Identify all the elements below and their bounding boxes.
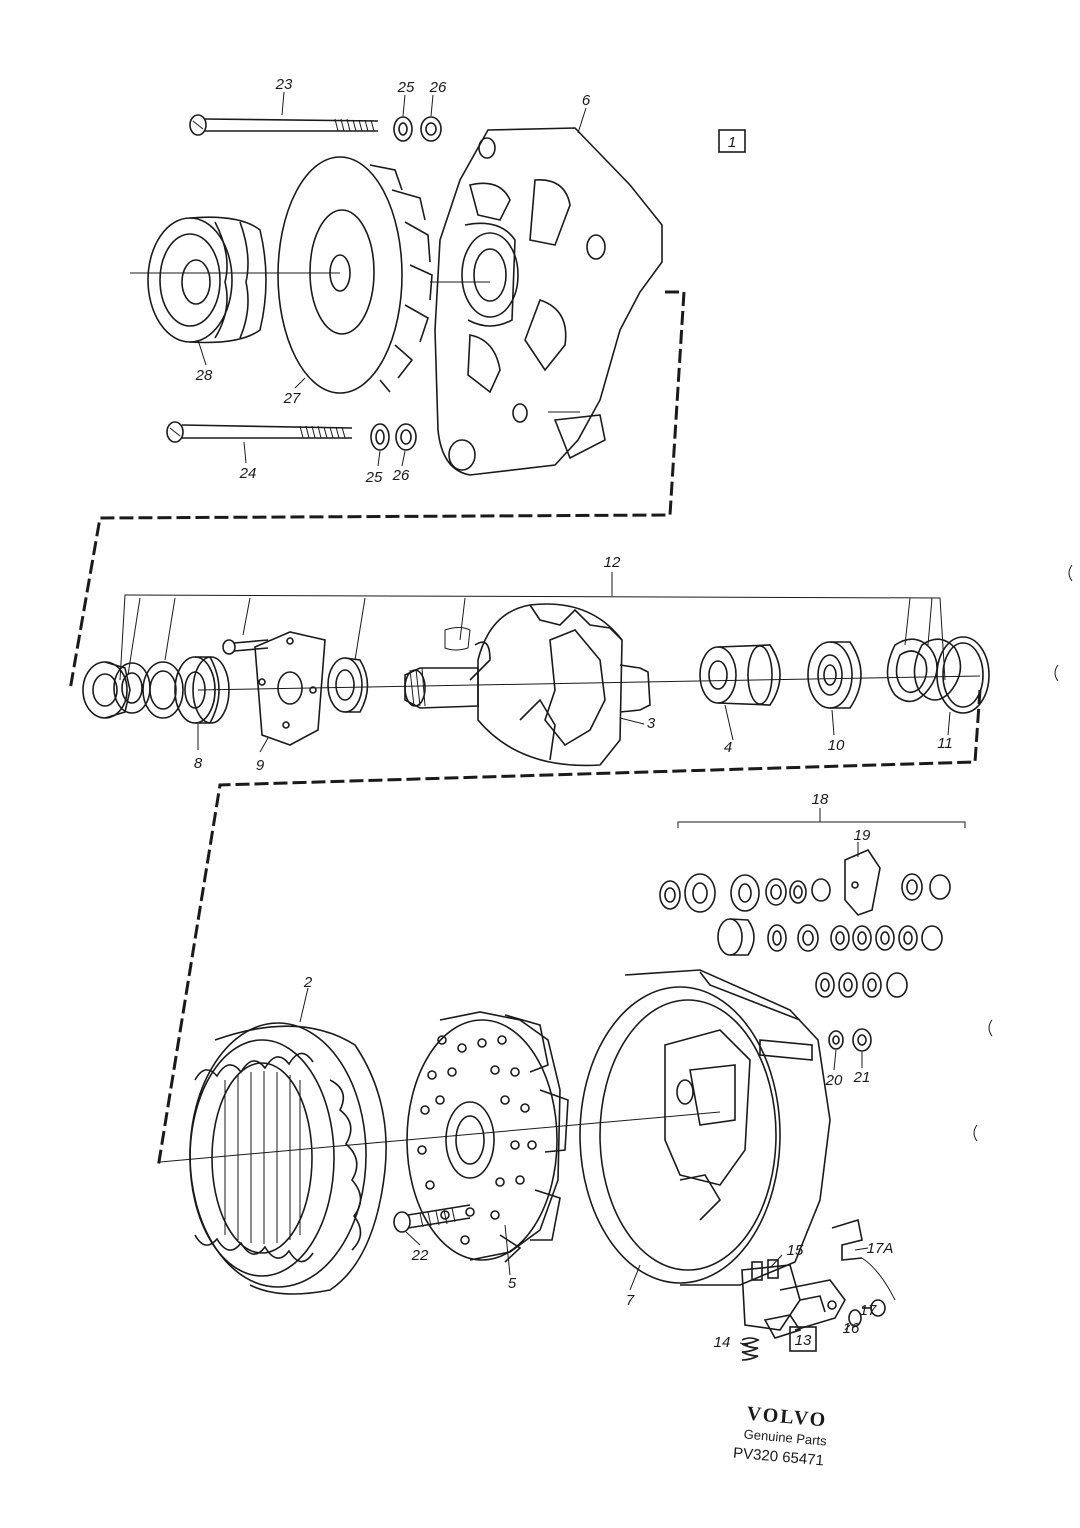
- seal-rings-11: [886, 636, 990, 714]
- label-16: 16: [843, 1320, 860, 1337]
- label-17a: 17A: [867, 1240, 894, 1257]
- rectifier-5: [406, 1011, 569, 1263]
- label-26-top: 26: [429, 79, 447, 96]
- bearing-10: [807, 641, 862, 709]
- bushing-4: [699, 644, 781, 706]
- bracket-12: [119, 572, 946, 681]
- callout-labels: 1 2 3 4 5 6 7 8 9 10 11 12 13 14 15 16 1…: [194, 76, 953, 1351]
- spacer-ring: [327, 657, 369, 713]
- label-7: 7: [626, 1292, 635, 1309]
- bolt-24: [166, 421, 353, 443]
- nut-21: [852, 1028, 872, 1052]
- label-10: 10: [828, 737, 845, 754]
- washer-25-top: [393, 116, 413, 142]
- screw-9: [222, 639, 269, 655]
- brush-holder-13: [741, 1259, 846, 1339]
- screw-22: [393, 1204, 471, 1233]
- label-20: 20: [825, 1072, 843, 1089]
- regulator-17a: [831, 1218, 896, 1301]
- fan-27: [130, 156, 433, 394]
- label-6: 6: [582, 92, 591, 109]
- housing-7: [579, 969, 831, 1286]
- label-19: 19: [854, 827, 871, 844]
- label-18: 18: [812, 791, 829, 808]
- label-21: 21: [853, 1069, 871, 1086]
- assembly-dashed-lines: [68, 290, 982, 1169]
- label-14: 14: [714, 1334, 731, 1351]
- scan-mark-4: [973, 1124, 978, 1142]
- label-12: 12: [604, 554, 621, 571]
- label-17: 17: [860, 1302, 877, 1319]
- scan-mark-1: [1068, 564, 1073, 582]
- label-15: 15: [787, 1242, 804, 1259]
- spring-14: [741, 1337, 760, 1361]
- washer-20: [828, 1030, 844, 1050]
- label-26-bottom: 26: [392, 467, 410, 484]
- washer-16: [848, 1309, 862, 1327]
- hardware-set-18: [659, 808, 966, 998]
- label-28: 28: [195, 367, 213, 384]
- nut-left: [82, 661, 131, 719]
- label-13: 13: [795, 1332, 812, 1349]
- drive-end-group: [130, 114, 663, 476]
- rotor-3: [404, 603, 651, 767]
- screw-17: [862, 1299, 886, 1317]
- washer-26-bottom: [395, 423, 417, 451]
- end-shield-6: [430, 127, 663, 476]
- brand-block: VOLVO Genuine Parts PV320 65471: [732, 1403, 828, 1470]
- brand-subtitle: Genuine Parts: [743, 1426, 828, 1448]
- label-25-bottom: 25: [365, 469, 383, 486]
- spring-washer-left: [142, 661, 184, 719]
- rotor-group: [82, 572, 990, 767]
- label-22: 22: [411, 1247, 429, 1264]
- bolt-23: [189, 114, 379, 136]
- box-1: [718, 129, 746, 153]
- label-8: 8: [194, 755, 203, 772]
- lock-washer-left: [113, 662, 151, 714]
- leader-lines: [197, 91, 951, 1346]
- washer-25-bottom: [370, 423, 390, 451]
- label-27: 27: [283, 390, 301, 407]
- label-9: 9: [256, 757, 265, 774]
- label-1: 1: [728, 134, 736, 151]
- label-23: 23: [275, 76, 293, 93]
- diagram-code: PV320 65471: [732, 1445, 824, 1470]
- label-3: 3: [647, 715, 656, 732]
- scan-mark-3: [988, 1019, 993, 1037]
- label-25-top: 25: [397, 79, 415, 96]
- pulley-28: [147, 216, 267, 344]
- washer-26-top: [420, 116, 442, 142]
- stator-2: [189, 1022, 387, 1295]
- label-2: 2: [303, 974, 313, 991]
- scan-mark-2: [1054, 664, 1059, 682]
- label-4: 4: [724, 739, 732, 756]
- label-24: 24: [239, 465, 257, 482]
- box-13: [789, 1326, 817, 1352]
- label-11: 11: [937, 735, 953, 752]
- label-5: 5: [508, 1275, 517, 1292]
